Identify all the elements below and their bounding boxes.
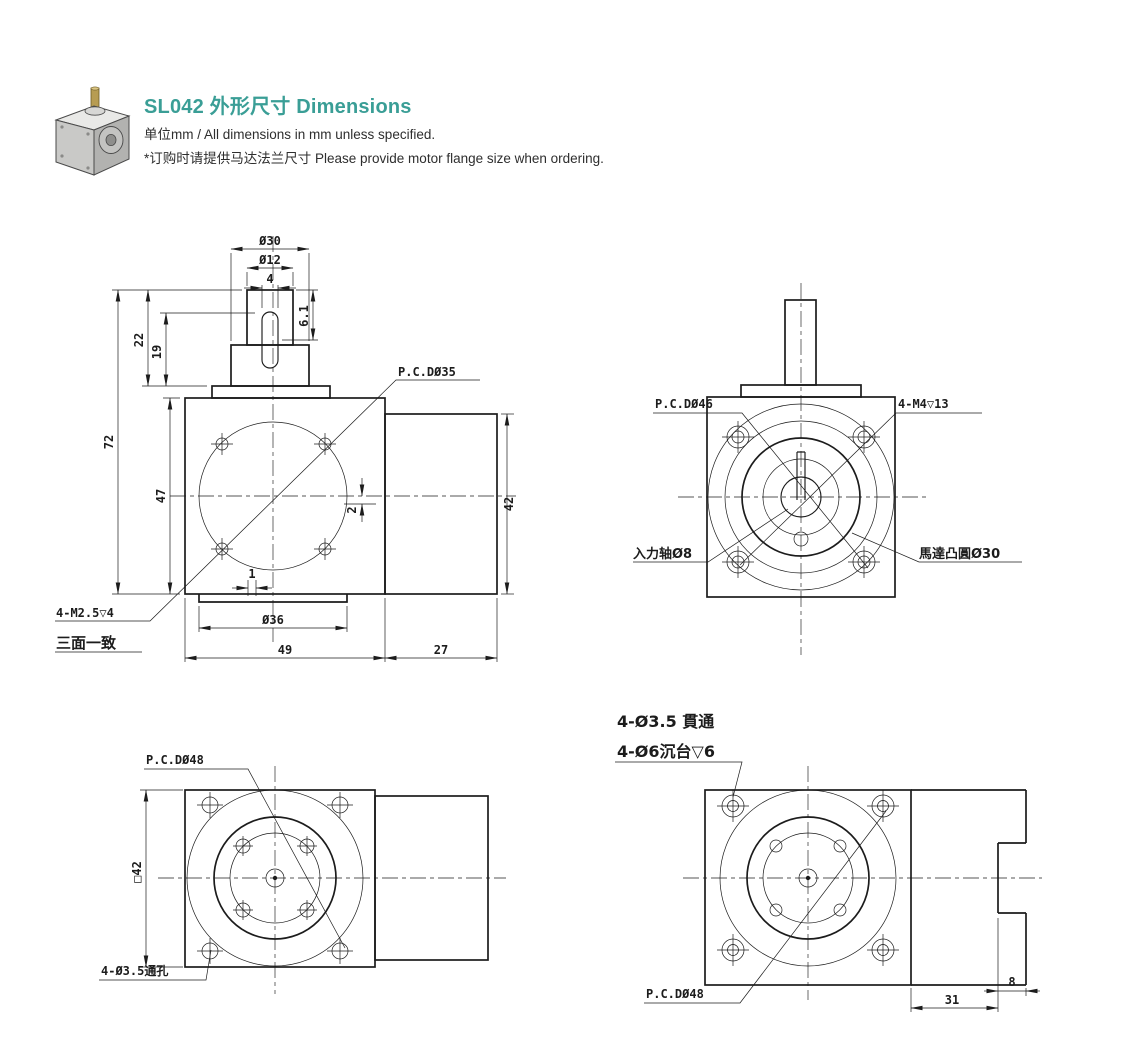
label-through-holes-35: 4-Ø3.5 貫通	[617, 712, 714, 731]
output-left-dimension-lines	[99, 768, 346, 981]
view-front-input: P.C.DØ46 4-M4▽13 入力轴Ø8 馬達凸圓Ø30	[633, 283, 1022, 655]
output-right-outline	[704, 789, 1027, 986]
dim-square-42: □42	[130, 861, 144, 883]
tapped-holes	[211, 433, 336, 560]
dim-boss-depth-8: 8	[1008, 975, 1015, 989]
dim-keyway-width: 4	[266, 272, 273, 286]
dim-offset-2: 2	[345, 506, 359, 513]
label-counterbore: 4-Ø6沉台▽6	[617, 742, 715, 761]
dim-body-height: 47	[154, 489, 168, 503]
units-note: 单位mm / All dimensions in mm unless speci…	[144, 127, 436, 142]
dim-shaft-dia: Ø12	[258, 253, 281, 267]
counterbore-holes	[717, 790, 899, 966]
keyway-slot	[261, 311, 279, 369]
dim-shaft-len-total: 22	[132, 333, 146, 347]
centerlines	[158, 766, 506, 994]
dim-motor-flange-width: 27	[434, 643, 448, 657]
dim-shaft-len-inner: 19	[150, 345, 164, 359]
header-text: SL042 外形尺寸 Dimensions 单位mm / All dimensi…	[144, 82, 604, 167]
bolt-circle-holes	[769, 839, 847, 917]
centerlines	[678, 283, 928, 655]
view-output-right: 4-Ø3.5 貫通 4-Ø6沉台▽6 P.C.DØ48 31 8	[615, 712, 1042, 1012]
leader-lines	[615, 761, 887, 1004]
centerlines	[170, 236, 516, 642]
view-side: Ø30 Ø12 4 6.1 19 22 72 47 2 1 Ø36 49 27 …	[55, 234, 516, 662]
dim-offset-1: 1	[248, 567, 255, 581]
page-title: SL042 外形尺寸 Dimensions	[144, 96, 412, 118]
flange-screw-holes	[722, 421, 880, 578]
ordering-note: *订购时请提供马达法兰尺寸 Please provide motor flang…	[144, 151, 604, 166]
label-tapped-holes-m4: 4-M4▽13	[898, 397, 949, 411]
label-three-faces: 三面一致	[56, 634, 117, 652]
dim-keyway-depth: 6.1	[297, 305, 311, 327]
dim-height-total: 72	[102, 435, 116, 449]
label-input-shaft: 入力轴Ø8	[633, 546, 692, 562]
corner-through-holes	[197, 792, 353, 964]
label-motor-boss: 馬達凸圓Ø30	[919, 546, 1000, 562]
centerlines	[683, 766, 1042, 1000]
label-tapped-holes-m25: 4-M2.5▽4	[56, 606, 114, 620]
label-pcd48-right: P.C.DØ48	[646, 987, 704, 1001]
dim-flange-offset-31: 31	[945, 993, 959, 1007]
dim-body-width: 49	[278, 643, 292, 657]
bolt-circle-holes	[233, 836, 317, 920]
dim-motor-flange-height: 42	[502, 497, 516, 511]
dim-pilot-dia: Ø36	[261, 613, 284, 627]
product-photo-icon	[54, 86, 131, 176]
dim-shaft-boss-dia: Ø30	[258, 234, 281, 248]
label-pcd46: P.C.DØ46	[655, 397, 713, 411]
label-through-holes: 4-Ø3.5通孔	[101, 963, 168, 978]
header: SL042 外形尺寸 Dimensions 单位mm / All dimensi…	[36, 82, 604, 182]
side-view-dimension-lines	[112, 246, 514, 662]
output-right-dimension-lines	[910, 918, 1040, 1012]
view-output-left: P.C.DØ48 □42 4-Ø3.5通孔	[99, 753, 506, 994]
label-pcd35: P.C.DØ35	[398, 365, 456, 379]
leader-lines	[633, 412, 1022, 569]
label-pcd48-left: P.C.DØ48	[146, 753, 204, 767]
leader-lines	[55, 379, 480, 653]
side-view-outline	[184, 289, 498, 603]
